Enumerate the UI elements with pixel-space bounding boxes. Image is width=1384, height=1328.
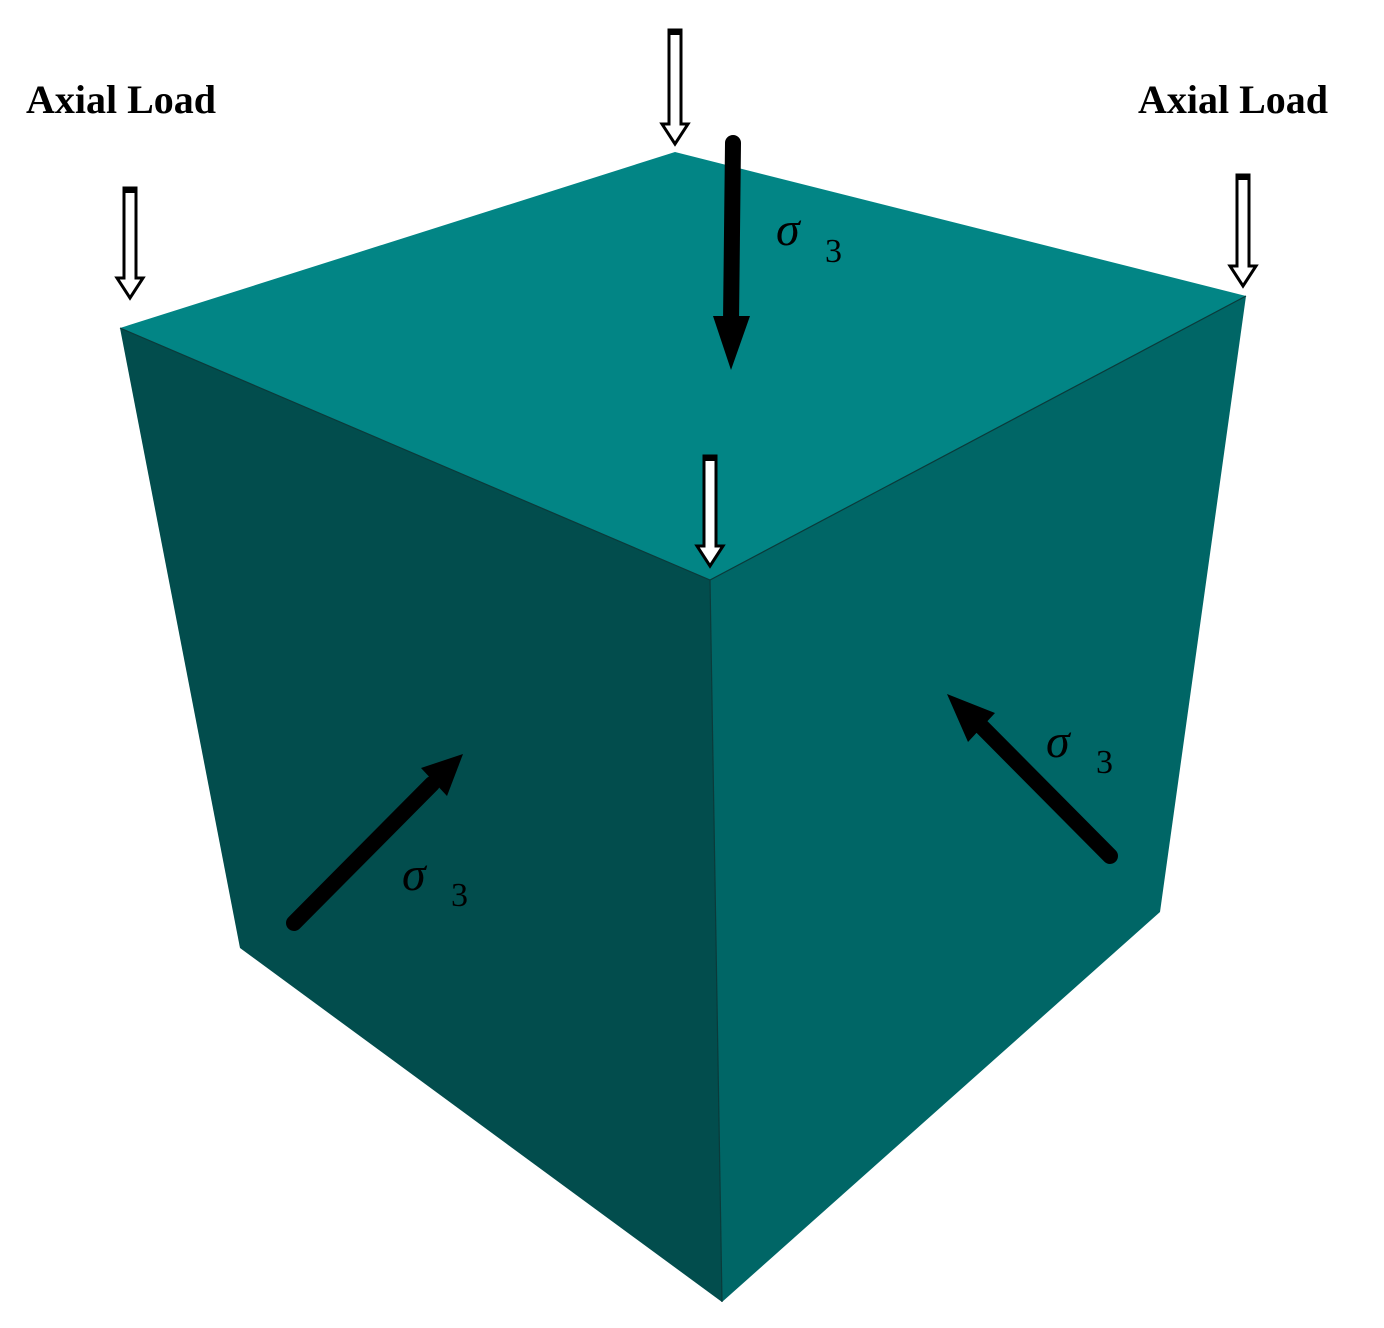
axial-arrow-front [694, 454, 726, 569]
axial-load-label-left: Axial Load [26, 77, 216, 122]
sigma3-arrow-right [947, 694, 1118, 864]
sigma-subscript: 3 [825, 233, 842, 270]
cube-edge-front [709, 579, 723, 1303]
sigma3-arrow-top [713, 135, 750, 370]
sigma-subscript: 3 [451, 877, 468, 914]
axial-load-label-right: Axial Load [1138, 77, 1328, 122]
cube-top-face [120, 152, 1246, 580]
sigma-subscript: 3 [1096, 744, 1113, 781]
axial-arrow-right [1227, 173, 1259, 289]
cube-right-face [710, 296, 1246, 1302]
sigma3-arrow-left [286, 754, 463, 931]
sigma3-label-left: σ 3 [402, 848, 468, 914]
axial-arrow-left [114, 186, 146, 301]
sigma-symbol: σ [776, 203, 802, 256]
sigma-symbol: σ [1046, 715, 1072, 768]
cube-edge-top-left [119, 327, 711, 581]
cube [119, 152, 1247, 1303]
axial-load-arrows [114, 28, 1259, 569]
sigma-symbol: σ [402, 848, 428, 901]
confining-stress-arrows [286, 135, 1118, 931]
sigma3-label-top: σ 3 [776, 203, 842, 270]
sigma3-label-right: σ 3 [1046, 715, 1113, 781]
axial-arrow-top [659, 28, 691, 147]
cube-left-face [120, 328, 722, 1302]
cube-edge-top-right [709, 295, 1247, 581]
